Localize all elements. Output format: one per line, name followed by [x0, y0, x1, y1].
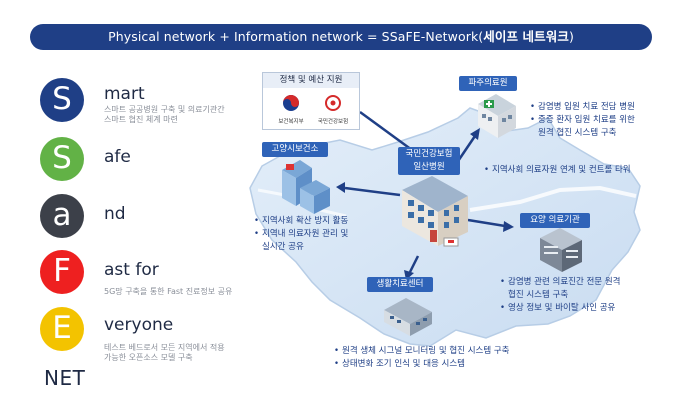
- bullet-item: 감염병 입원 치료 전담 병원: [530, 101, 635, 114]
- paju-label: 파주의료원: [459, 76, 517, 91]
- center-hospital-building: [402, 176, 468, 247]
- arrow-from-policy: [359, 110, 413, 152]
- acronym-word: afe: [104, 147, 131, 167]
- arrow-to-living: [408, 255, 420, 273]
- letter-circle: S: [40, 137, 84, 181]
- living-bullets: 원격 생체 시그널 모니터링 및 협진 시스템 구축 상태변화 조기 인식 및 …: [334, 345, 510, 371]
- living-label: 생활치료센터: [367, 277, 433, 292]
- ministry-logo: 보건복지부: [271, 93, 311, 127]
- bullet-item: 원격 생체 시그널 모니터링 및 협진 시스템 구축: [334, 345, 510, 358]
- bullet-continuation: 원격 협진 시스템 구축: [538, 128, 617, 138]
- bullet-item: 상태변화 조기 인식 및 대응 시스템: [334, 358, 510, 371]
- center-bullets: 지역사회 의료자원 연계 및 컨트롤 타워: [484, 164, 631, 177]
- goyang-label: 고양시보건소: [262, 142, 328, 157]
- acronym-desc-line: 스마트 공공병원 구축 및 의료기관간: [104, 105, 225, 114]
- bullet-continuation: 실시간 공유: [262, 242, 304, 252]
- title-banner: Physical network + Information network =…: [30, 24, 652, 50]
- acronym-desc-line: 가능한 오픈소스 모델 구축: [104, 353, 193, 362]
- arrow-to-care: [467, 218, 506, 228]
- center-line1: 국민건강보험: [405, 149, 453, 159]
- acronym-word: nd: [104, 204, 126, 224]
- care-label: 요양 의료기관: [520, 213, 590, 228]
- paju-bullets: 감염병 입원 치료 전담 병원 중증 환자 입원 치료를 위한 원격 협진 시스…: [530, 101, 635, 140]
- acronym-word: veryone: [104, 315, 174, 335]
- bullet-item: 감염병 관련 의료진간 전문 원격: [500, 276, 620, 289]
- acronym-desc-line: 스마트 협진 체계 마련: [104, 115, 178, 124]
- ministry-logo-text: 보건복지부: [278, 119, 304, 125]
- paju-hospital-building: [478, 94, 516, 138]
- banner-bold: 세이프 네트워크: [483, 29, 569, 44]
- arrow-to-goyang: [344, 186, 401, 197]
- letter-circle: a: [40, 194, 84, 238]
- care-facility-building: [540, 228, 582, 272]
- bullet-item: 영상 정보 및 바이탈 사인 공유: [500, 302, 620, 315]
- bullet-continuation: 협진 시스템 구축: [508, 290, 569, 300]
- banner-suffix: ): [568, 29, 574, 44]
- living-treatment-center-building: [384, 298, 432, 336]
- net-label: NET: [44, 366, 86, 390]
- acronym-desc-line: 테스트 베드로서 모든 지역에서 적용: [104, 343, 225, 352]
- bullet-item: 지역사회 의료자원 연계 및 컨트롤 타워: [484, 164, 631, 177]
- letter-circle: S: [40, 78, 84, 122]
- care-bullets: 감염병 관련 의료진간 전문 원격 협진 시스템 구축 영상 정보 및 바이탈 …: [500, 276, 620, 315]
- arrow-head: [503, 221, 514, 232]
- bullet-item: 지역사회 확산 방지 활동: [254, 215, 348, 228]
- arrow-head: [470, 128, 480, 140]
- letter-circle: F: [40, 250, 84, 294]
- policy-support-box: 정책 및 예산 지원 보건복지부 국민건강보험: [262, 72, 360, 130]
- nhis-logo: 국민건강보험: [313, 93, 353, 127]
- letter-circle: E: [40, 307, 84, 351]
- acronym-desc-line: 5G망 구축을 통한 Fast 진료정보 공유: [104, 287, 233, 296]
- goyang-health-center-building: [282, 160, 330, 214]
- center-hospital-label: 국민건강보험 일산병원: [398, 147, 460, 175]
- policy-title: 정책 및 예산 지원: [263, 73, 359, 88]
- nhis-mark-icon: [325, 95, 341, 111]
- taeguk-icon: [283, 95, 299, 111]
- bullet-item: 중증 환자 입원 치료를 위한: [530, 114, 635, 127]
- map-river: [469, 185, 637, 212]
- acronym-word: mart: [104, 84, 145, 104]
- acronym-word: ast for: [104, 260, 159, 280]
- banner-prefix: Physical network + Information network =…: [108, 29, 484, 44]
- arrow-head: [336, 182, 345, 193]
- bullet-item: 지역내 의료자원 관리 및: [254, 228, 348, 241]
- center-line2: 일산병원: [413, 162, 445, 172]
- nhis-logo-text: 국민건강보험: [317, 119, 349, 125]
- goyang-bullets: 지역사회 확산 방지 활동 지역내 의료자원 관리 및 실시간 공유: [254, 215, 348, 254]
